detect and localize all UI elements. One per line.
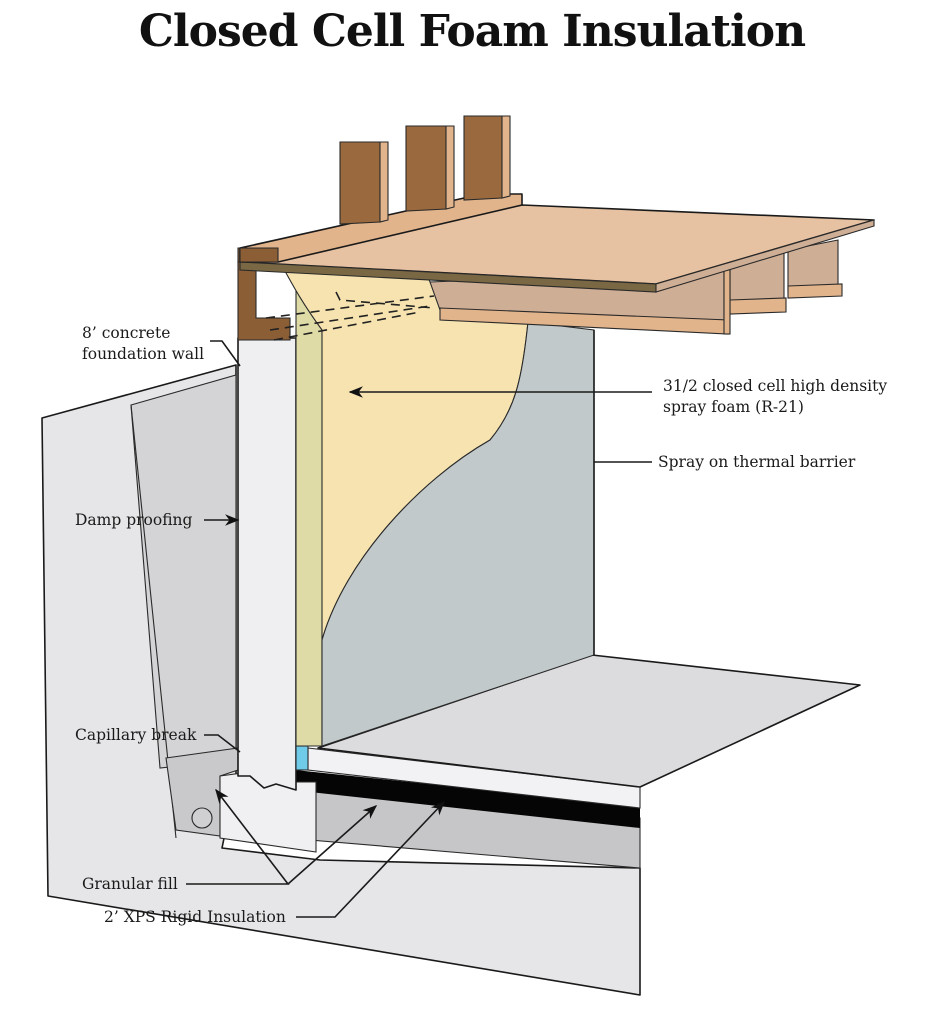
thermal-barrier bbox=[321, 321, 595, 747]
label-foundation-wall-line2: foundation wall bbox=[82, 345, 204, 363]
capillary-break-strip bbox=[295, 745, 309, 771]
label-spray-foam-line1: 31/2 closed cell high density bbox=[663, 377, 887, 395]
drain-pipe-icon bbox=[191, 807, 213, 829]
label-xps-insulation: 2’ XPS Rigid Insulation bbox=[104, 908, 286, 926]
callout-lines bbox=[186, 340, 652, 918]
xps-rigid-insulation bbox=[295, 770, 640, 828]
hidden-joist-lines bbox=[265, 291, 435, 341]
backfill-soil bbox=[41, 364, 641, 996]
wall-studs bbox=[339, 115, 511, 225]
label-granular-fill: Granular fill bbox=[82, 875, 178, 893]
sill-plate bbox=[237, 261, 291, 341]
label-capillary-break: Capillary break bbox=[75, 726, 197, 744]
diagram-title: Closed Cell Foam Insulation bbox=[138, 6, 806, 57]
interior-slab bbox=[295, 654, 861, 869]
label-damp-proofing: Damp proofing bbox=[75, 511, 193, 529]
subfloor-sheathing bbox=[239, 204, 875, 293]
label-spray-foam-line2: spray foam (R-21) bbox=[663, 398, 804, 416]
label-foundation-wall-line1: 8’ concrete bbox=[82, 324, 170, 342]
spray-foam-layer bbox=[279, 261, 529, 747]
concrete-foundation-wall bbox=[237, 337, 297, 791]
label-thermal-barrier: Spray on thermal barrier bbox=[658, 453, 856, 471]
